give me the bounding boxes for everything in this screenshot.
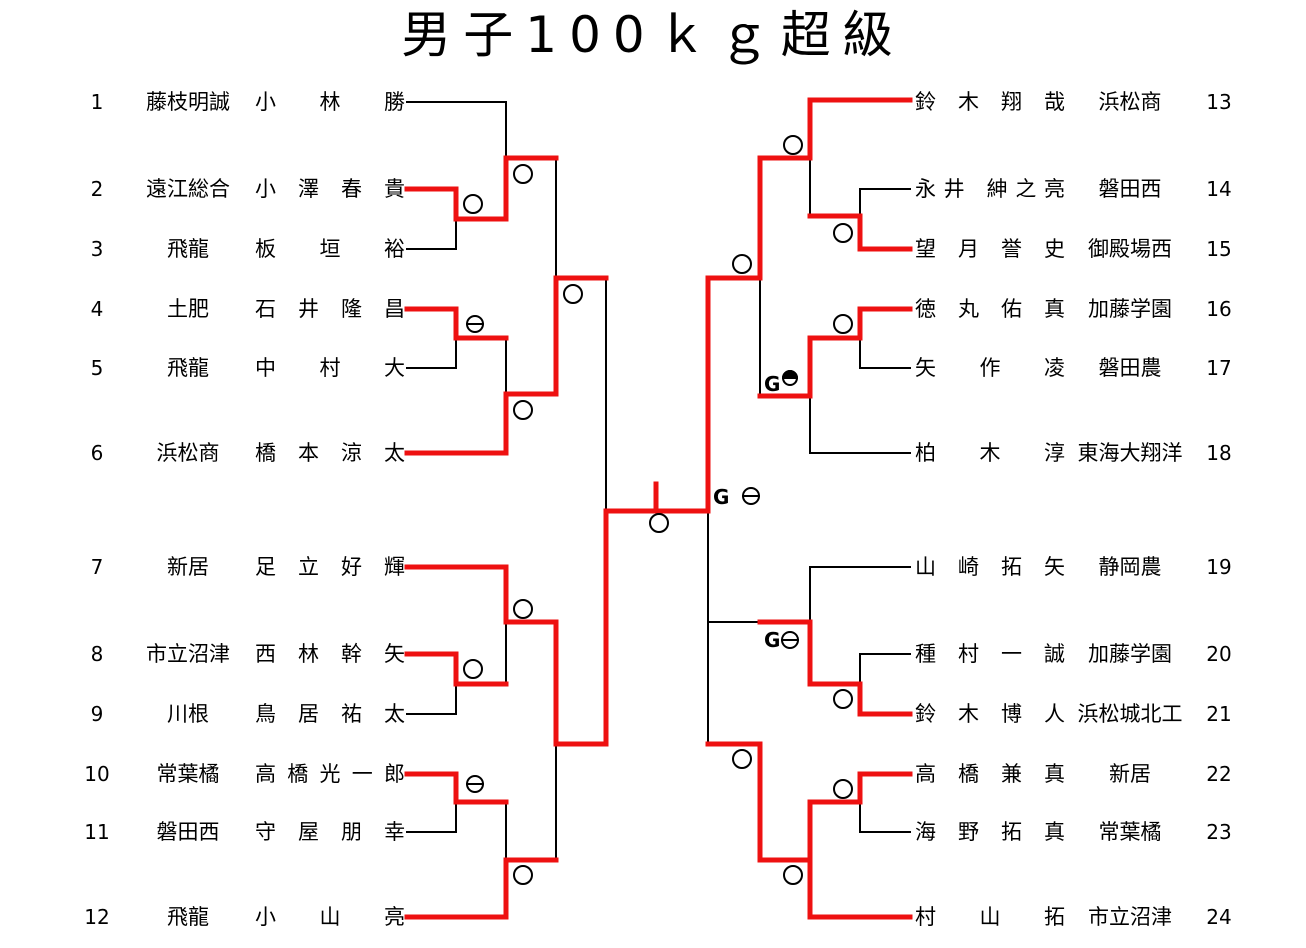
entry-number: 23 (1206, 820, 1232, 844)
entry-number: 16 (1206, 297, 1232, 321)
entry-school: 加藤学園 (1088, 642, 1172, 666)
entry-name: 村 山 拓 (915, 905, 1065, 929)
entry-name: 小 山 亮 (255, 905, 405, 929)
entry-number: 13 (1206, 90, 1232, 114)
entry-school: 飛龍 (167, 356, 209, 380)
entry-school: 浜松商 (1098, 90, 1162, 114)
bracket-red-lines (404, 97, 913, 920)
entry-name: 板 垣 裕 (255, 237, 405, 261)
entry-school: 藤枝明誠 (146, 90, 230, 114)
entry-number: 2 (90, 177, 104, 201)
entry-name: 守 屋 朋 幸 (255, 820, 405, 844)
entry-name: 徳 丸 佑 真 (915, 297, 1065, 321)
entry-name: 中 村 大 (255, 356, 405, 380)
entry-number: 22 (1206, 762, 1232, 786)
entry-school: 浜松城北工 (1077, 702, 1183, 726)
entry-school: 新居 (1109, 762, 1151, 786)
entry-number: 11 (84, 820, 110, 844)
entry-name: 橋 本 涼 太 (255, 441, 405, 465)
entry-number: 14 (1206, 177, 1232, 201)
entry-school: 遠江総合 (146, 177, 230, 201)
entry-number: 15 (1206, 237, 1232, 261)
entry-name: 高 橋 兼 真 (915, 762, 1065, 786)
entry-number: 3 (90, 237, 104, 261)
entry-school: 常葉橘 (156, 762, 220, 786)
entry-name: 種 村 一 誠 (915, 642, 1065, 666)
entry-number: 5 (90, 356, 104, 380)
entry-school: 川根 (167, 702, 209, 726)
entry-name: 永井 紳之亮 (915, 177, 1065, 201)
entry-name: 高 橋 光 一 郎 (255, 762, 405, 786)
entry-number: 7 (90, 555, 104, 579)
entry-school: 加藤学園 (1088, 297, 1172, 321)
g-mark-quarterfinal: G (764, 628, 781, 652)
entry-name: 鳥 居 祐 太 (255, 702, 405, 726)
entry-name: 石 井 隆 昌 (255, 297, 405, 321)
entry-school: 飛龍 (167, 237, 209, 261)
entry-name: 望 月 誉 史 (915, 237, 1065, 261)
entry-number: 21 (1206, 702, 1232, 726)
entry-number: 6 (90, 441, 104, 465)
entry-name: 小 林 勝 (255, 90, 405, 114)
entry-school: 東海大翔洋 (1077, 441, 1183, 465)
entry-school: 磐田西 (1098, 177, 1162, 201)
entry-name: 山 崎 拓 矢 (915, 555, 1065, 579)
entry-name: 矢 作 凌 (915, 356, 1065, 380)
entry-school: 新居 (167, 555, 209, 579)
entry-number: 24 (1206, 905, 1232, 929)
entry-school: 静岡農 (1098, 555, 1162, 579)
g-mark-semifinal: G (764, 372, 781, 396)
entry-number: 10 (84, 762, 110, 786)
entry-name: 鈴 木 翔 哉 (915, 90, 1065, 114)
entry-number: 9 (90, 702, 104, 726)
entry-school: 土肥 (167, 297, 209, 321)
minus-marks (466, 315, 799, 793)
entry-name: 柏 木 淳 (915, 441, 1065, 465)
entry-number: 17 (1206, 356, 1232, 380)
entry-name: 足 立 好 輝 (255, 555, 405, 579)
entry-school: 飛龍 (167, 905, 209, 929)
page-title: 男子100ｋｇ超級 (401, 6, 905, 64)
entry-number: 4 (90, 297, 104, 321)
entry-number: 19 (1206, 555, 1232, 579)
entry-number: 12 (84, 905, 110, 929)
entry-number: 8 (90, 642, 104, 666)
entry-school: 市立沼津 (146, 642, 230, 666)
win-marks (463, 135, 853, 885)
entry-name: 海 野 拓 真 (915, 820, 1065, 844)
entry-school: 磐田西 (156, 820, 220, 844)
entry-number: 1 (90, 90, 104, 114)
entry-name: 鈴 木 博 人 (915, 702, 1065, 726)
entry-number: 18 (1206, 441, 1232, 465)
entry-name: 小 澤 春 貴 (255, 177, 405, 201)
g-mark-final: G (713, 485, 730, 509)
entry-school: 御殿場西 (1088, 237, 1172, 261)
entry-school: 浜松商 (156, 441, 220, 465)
entry-school: 常葉橘 (1098, 820, 1162, 844)
entry-name: 西 林 幹 矢 (255, 642, 405, 666)
entry-school: 市立沼津 (1088, 905, 1172, 929)
entry-number: 20 (1206, 642, 1232, 666)
entry-school: 磐田農 (1098, 356, 1162, 380)
